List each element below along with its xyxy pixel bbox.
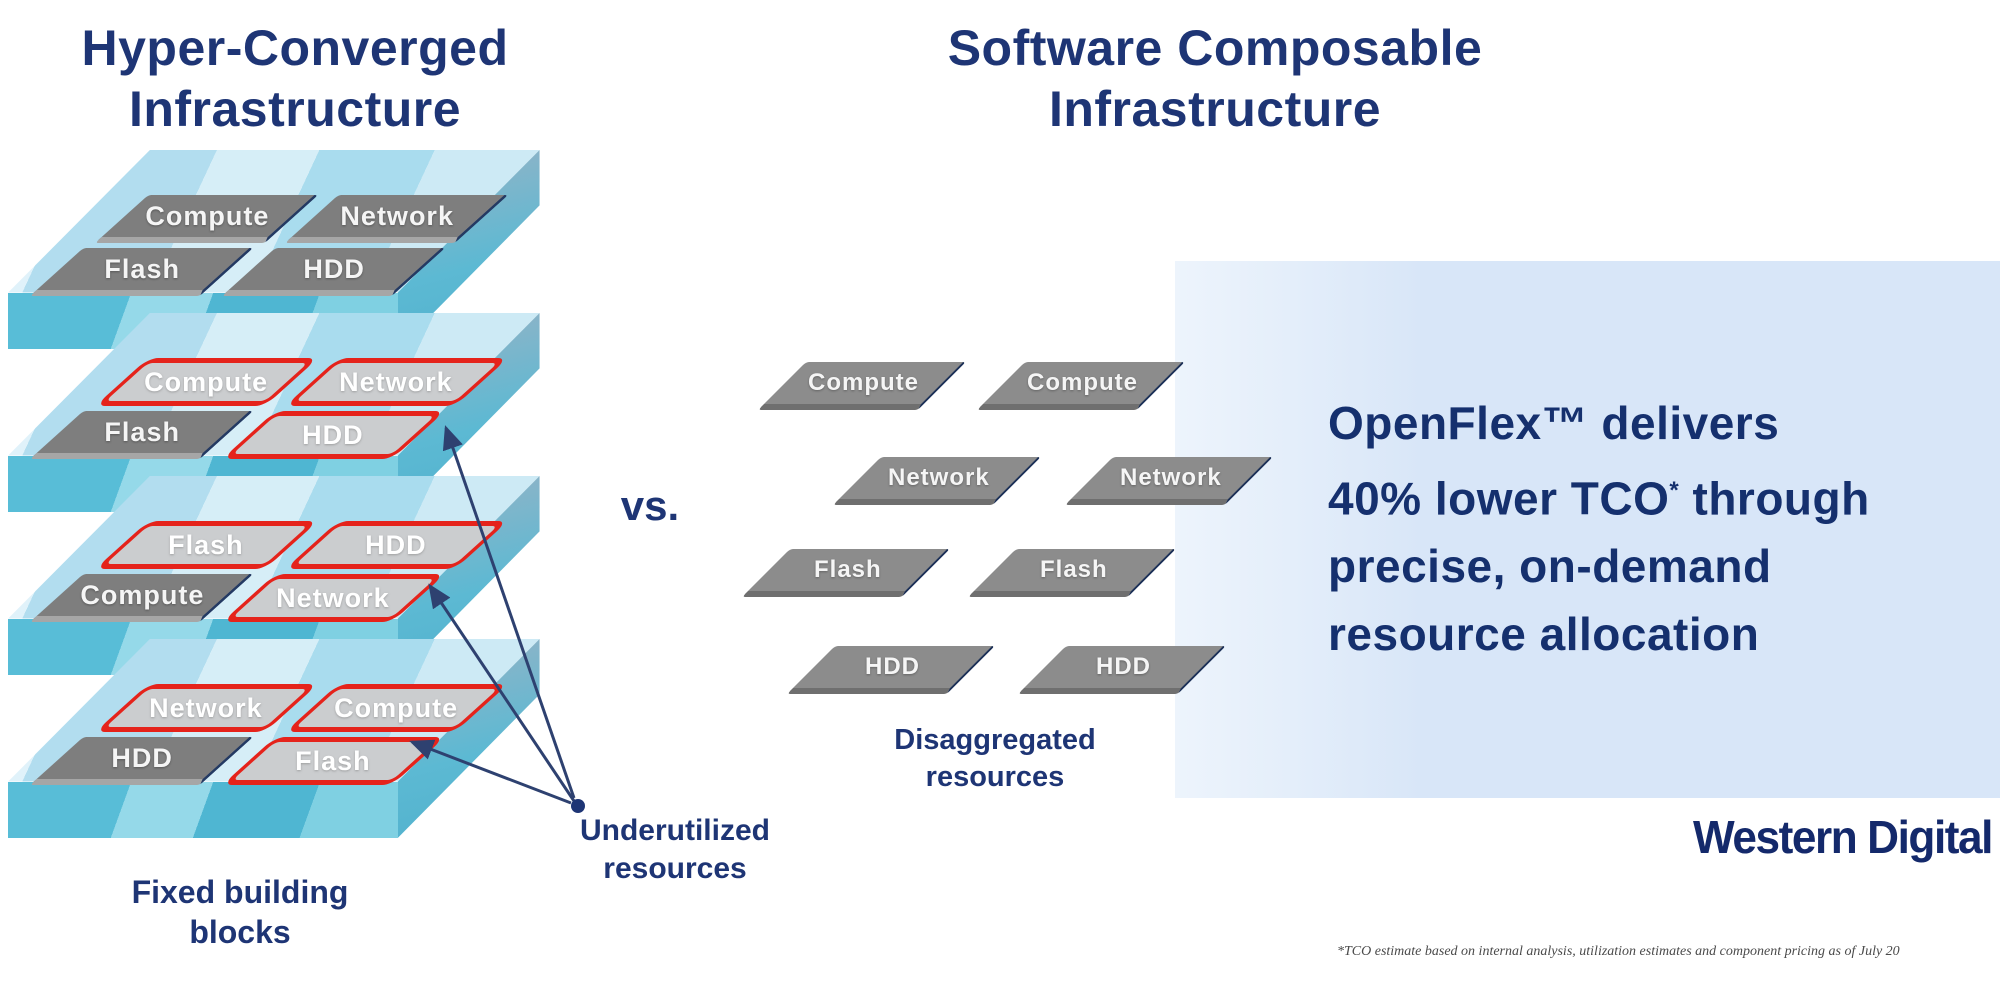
slab-front-face bbox=[8, 782, 398, 838]
sci-tile-compute: Compute bbox=[758, 362, 966, 410]
sci-tile-flash: Flash bbox=[742, 549, 950, 597]
arrow-origin-dot bbox=[571, 799, 585, 813]
hci-title: Hyper-Converged Infrastructure bbox=[30, 18, 560, 140]
underutilized-annotation: Underutilized resources bbox=[579, 814, 770, 885]
value-prop-line2: 40% lower TCO* through bbox=[1328, 472, 1870, 525]
sci-title-line1: Software Composable bbox=[947, 20, 1483, 76]
value-prop-text: OpenFlex™ delivers 40% lower TCO* throug… bbox=[1328, 389, 1870, 668]
sci-tile-compute: Compute bbox=[977, 362, 1185, 410]
hci-caption: Fixed building blocks bbox=[131, 874, 349, 950]
value-prop-line1: OpenFlex™ delivers bbox=[1328, 397, 1780, 449]
vs-label: vs. bbox=[620, 482, 680, 529]
sci-tile-network: Network bbox=[833, 457, 1041, 505]
western-digital-logo: Western Digital bbox=[1692, 811, 1993, 863]
sci-caption: Disaggregated resources bbox=[894, 724, 1096, 793]
sci-tile-flash: Flash bbox=[968, 549, 1176, 597]
tco-footnote: *TCO estimate based on internal analysis… bbox=[1337, 944, 1900, 959]
value-prop-panel: OpenFlex™ delivers 40% lower TCO* throug… bbox=[1175, 261, 2000, 798]
sci-title: Software Composable Infrastructure bbox=[850, 18, 1580, 140]
hci-title-line1: Hyper-Converged bbox=[81, 20, 509, 76]
sci-tile-hdd: HDD bbox=[787, 646, 995, 694]
tco-footnote-marker: * bbox=[1669, 477, 1680, 504]
value-prop-line4: resource allocation bbox=[1328, 608, 1760, 661]
value-prop-line3: precise, on-demand bbox=[1328, 540, 1772, 593]
hci-title-line2: Infrastructure bbox=[128, 81, 462, 137]
sci-title-line2: Infrastructure bbox=[1048, 81, 1382, 137]
